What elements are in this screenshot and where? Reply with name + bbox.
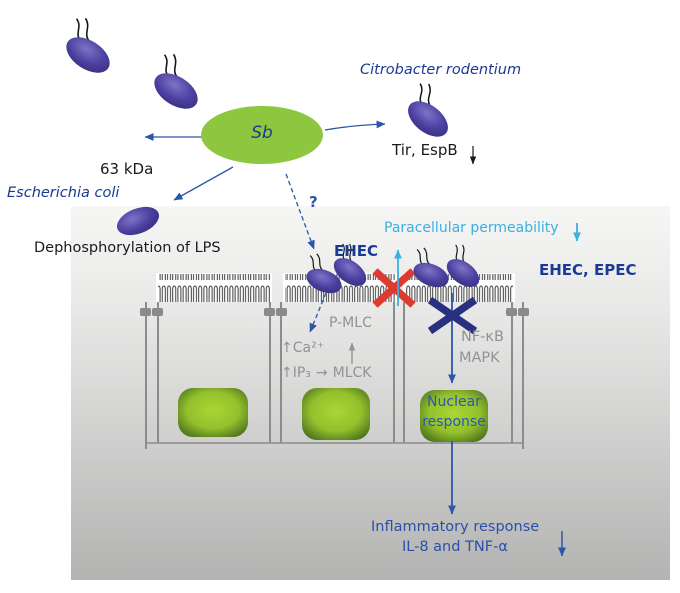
mlck-label: MLCK [332, 365, 372, 381]
escherichia-coli-label: Escherichia coli [7, 185, 120, 201]
bacterium-top-left-1 [54, 13, 126, 81]
63-kda-label: 63 kDa [100, 160, 154, 178]
tir-espb-label: Tir, EspB [392, 141, 458, 159]
dephosphorylation-lps-label: Dephosphorylation of LPS [34, 240, 221, 256]
sb-label: Sb [251, 123, 273, 143]
right-arrow-icon: → [315, 365, 328, 381]
bacterium-top-left-2 [142, 49, 214, 117]
ehec-label: EHEC [334, 242, 379, 260]
sb-probiotic-cell [201, 106, 323, 164]
ehec-epec-label: EHEC, EPEC [539, 261, 637, 279]
ip3-mlck-row: ↑IP₃ → MLCK [281, 365, 372, 381]
question-mark-label: ? [309, 193, 318, 211]
tight-junctions [140, 308, 529, 316]
arrow-sb-to-ecoli [173, 166, 234, 201]
nf-kb-label: NF-κB [461, 329, 504, 345]
arrow-sb-to-citrobacter [324, 120, 386, 131]
nucleus-cell-2 [302, 388, 370, 440]
ecoli-bacterium [116, 206, 160, 236]
p-mlc-label: P-MLC [329, 315, 372, 331]
calcium-label: ↑Ca²⁺ [281, 340, 325, 356]
nuclear-response-label: Nuclear response [420, 392, 488, 432]
mapk-label: MAPK [459, 350, 500, 366]
nucleus-cell-1 [178, 388, 248, 437]
nuclear-response-line2: response [422, 414, 486, 430]
blocked-red-x-icon [372, 268, 416, 308]
blocked-navy-x-icon [427, 296, 478, 335]
paracellular-permeability-label: Paracellular permeability [384, 220, 559, 236]
citrobacter-bacterium [396, 78, 465, 145]
ip3-label: ↑IP₃ [281, 365, 311, 381]
citrobacter-rodentium-label: Citrobacter rodentium [360, 62, 522, 78]
inflammatory-response-label: Inflammatory response [371, 519, 540, 535]
arrow-sb-to-ehec-dashed [285, 173, 315, 250]
il8-tnf-label: IL-8 and TNF-α [402, 539, 508, 555]
intestinal-tissue-background [71, 206, 670, 580]
nucleus-nuclear-response [420, 390, 488, 442]
microvilli-1 [158, 274, 270, 302]
cell-lateral-membranes [145, 302, 524, 449]
nuclear-response-line1: Nuclear [427, 394, 481, 410]
